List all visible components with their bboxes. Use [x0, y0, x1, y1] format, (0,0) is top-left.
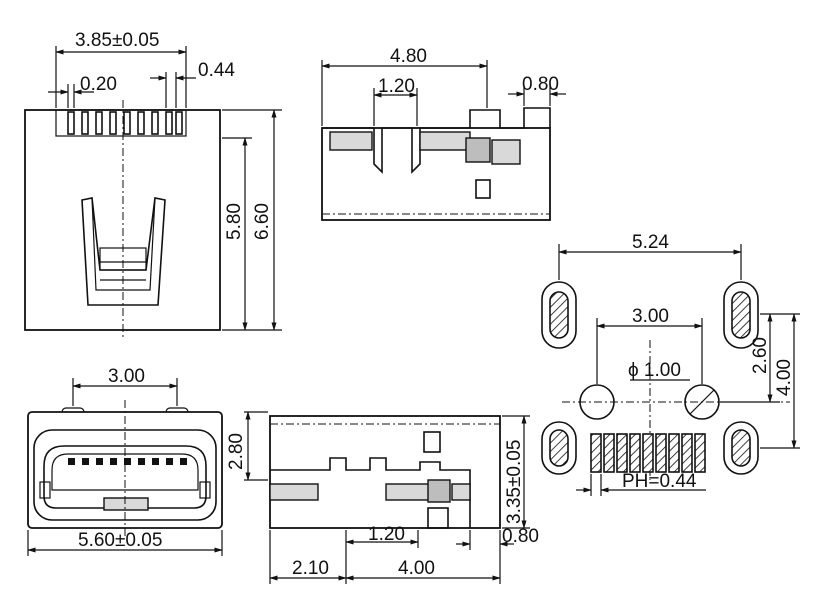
front-tabs-dim: 3.00 — [108, 366, 145, 387]
footprint-row-dim: 2.60 — [750, 337, 771, 374]
side-view-bottom-body — [269, 415, 501, 529]
side-top-slot-dim: 1.20 — [378, 76, 415, 97]
side-bottom-tab-dim: 0.80 — [502, 526, 539, 547]
footprint-pitch-dim: PH=0.44 — [622, 471, 697, 492]
top-height-outer-dim: 6.60 — [252, 203, 273, 240]
side-bottom-length-dim: 4.00 — [398, 558, 435, 579]
footprint-pads — [541, 281, 759, 475]
side-bottom-offset-dim: 2.10 — [292, 558, 329, 579]
footprint: 5.24 3.00 ϕ 1.00 2.60 4.00 PH=0.44 — [541, 232, 800, 496]
side-bottom-height-dim: 3.35±0.05 — [504, 440, 525, 524]
footprint-hole-left — [579, 384, 615, 420]
top-width-dim: 3.85±0.05 — [75, 30, 159, 51]
side-view-bottom: 2.80 3.35±0.05 1.20 0.80 2.10 4.00 — [226, 411, 539, 584]
front-width-dim: 5.60±0.05 — [78, 530, 162, 551]
front-height-dim: 2.80 — [226, 433, 247, 470]
top-view-latch — [81, 197, 166, 306]
top-view-pins — [55, 109, 187, 137]
front-view: 3.00 5.60±0.05 — [27, 366, 223, 556]
footprint-total-dim: 4.00 — [774, 359, 795, 396]
top-height-inner-dim: 5.80 — [224, 203, 245, 240]
side-bottom-slot-dim: 1.20 — [368, 524, 405, 545]
footprint-hole-right — [684, 384, 720, 420]
side-top-length-dim: 4.80 — [390, 46, 427, 67]
footprint-hole-dia-dim: ϕ 1.00 — [628, 360, 681, 381]
footprint-outer-dim: 5.24 — [632, 232, 669, 253]
footprint-signal-pads — [590, 433, 706, 473]
front-view-contacts — [68, 458, 187, 465]
top-view: 3.85±0.05 0.20 0.44 5.80 6.60 — [24, 30, 282, 340]
side-view-top: 4.80 1.20 0.80 — [321, 46, 566, 221]
footprint-holes-dim: 3.00 — [632, 306, 669, 327]
side-top-tab-dim: 0.80 — [522, 74, 559, 95]
top-pitch-dim: 0.44 — [198, 60, 235, 81]
top-pin-dim: 0.20 — [80, 74, 117, 95]
